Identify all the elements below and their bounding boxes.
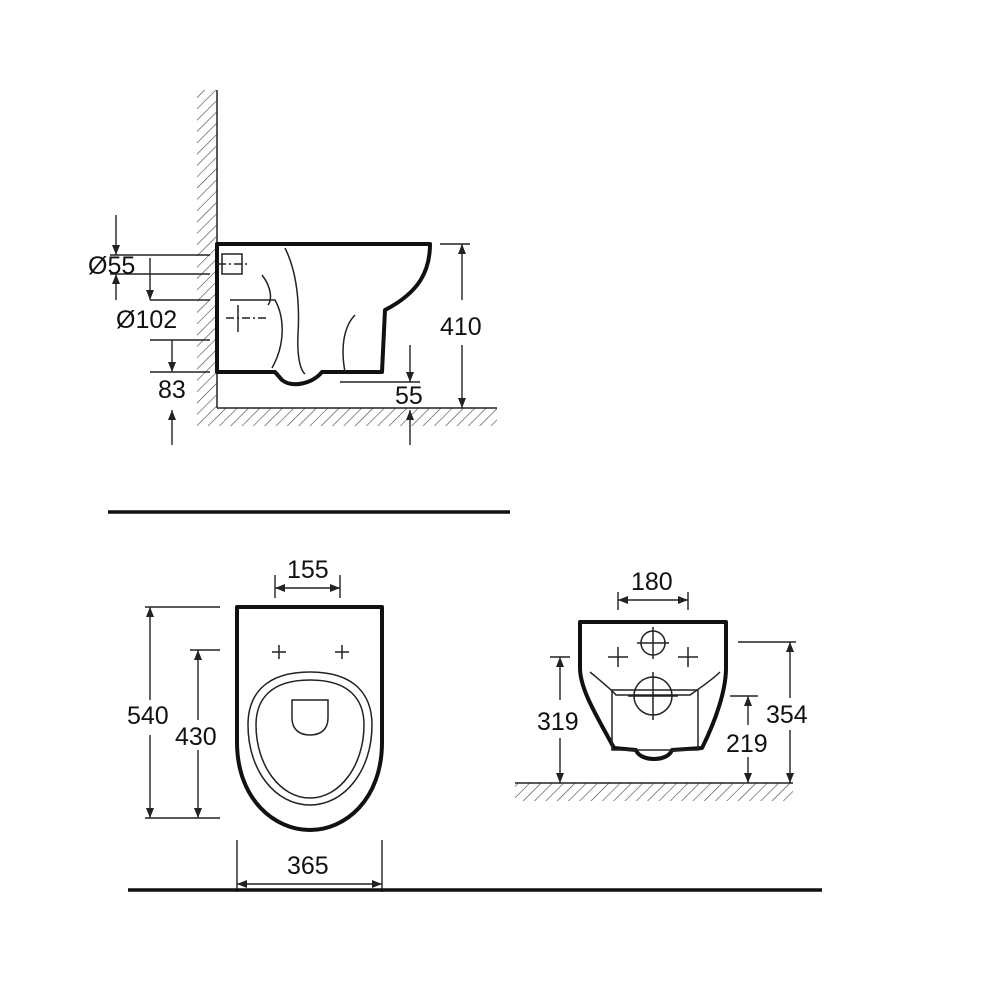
dimension-219-label: 219 — [726, 730, 768, 758]
toilet-top-outline — [235, 605, 384, 832]
diameter-55-label: Ø55 — [88, 252, 135, 280]
rim-line — [261, 274, 272, 306]
dimension-540-label: 540 — [127, 702, 169, 730]
rear-floor-hatching — [515, 783, 793, 801]
rear-fixing-left — [608, 647, 628, 667]
seat-inner — [255, 679, 365, 799]
rear-view: 180 319 354 219 — [515, 568, 808, 801]
toilet-rear-outline — [578, 620, 728, 761]
toilet-side-outline — [215, 242, 432, 387]
fixing-hole-left — [272, 645, 286, 659]
inlet-circle — [637, 627, 669, 659]
dimension-83-label: 83 — [158, 376, 186, 404]
rear-outlet-rect — [611, 689, 699, 751]
fixing-hole-right — [335, 645, 349, 659]
outlet-hole — [291, 699, 329, 736]
dimension-410-label: 410 — [440, 313, 482, 341]
dimension-319-label: 319 — [537, 708, 579, 736]
outlet-circle — [628, 672, 678, 720]
side-view: Ø55 Ø102 83 410 55 — [88, 90, 497, 445]
diameter-102-label: Ø102 — [116, 306, 177, 334]
dimension-55-label: 55 — [395, 382, 423, 410]
dimension-430-label: 430 — [175, 723, 217, 751]
floor-hatching — [197, 408, 497, 426]
top-view: 155 540 430 365 — [127, 556, 384, 892]
rear-inner-shape — [589, 671, 721, 696]
dimension-354-label: 354 — [766, 701, 808, 729]
trap-inner-curve — [342, 314, 356, 373]
trap-interior-line — [230, 299, 283, 369]
wall-hatching — [197, 90, 217, 408]
seat-outer — [247, 671, 373, 806]
dimension-180-label: 180 — [631, 568, 673, 596]
dimension-155-label: 155 — [287, 556, 329, 584]
dimension-365-label: 365 — [287, 852, 329, 880]
bowl-interior-line — [284, 247, 306, 375]
rear-fixing-right — [678, 647, 698, 667]
